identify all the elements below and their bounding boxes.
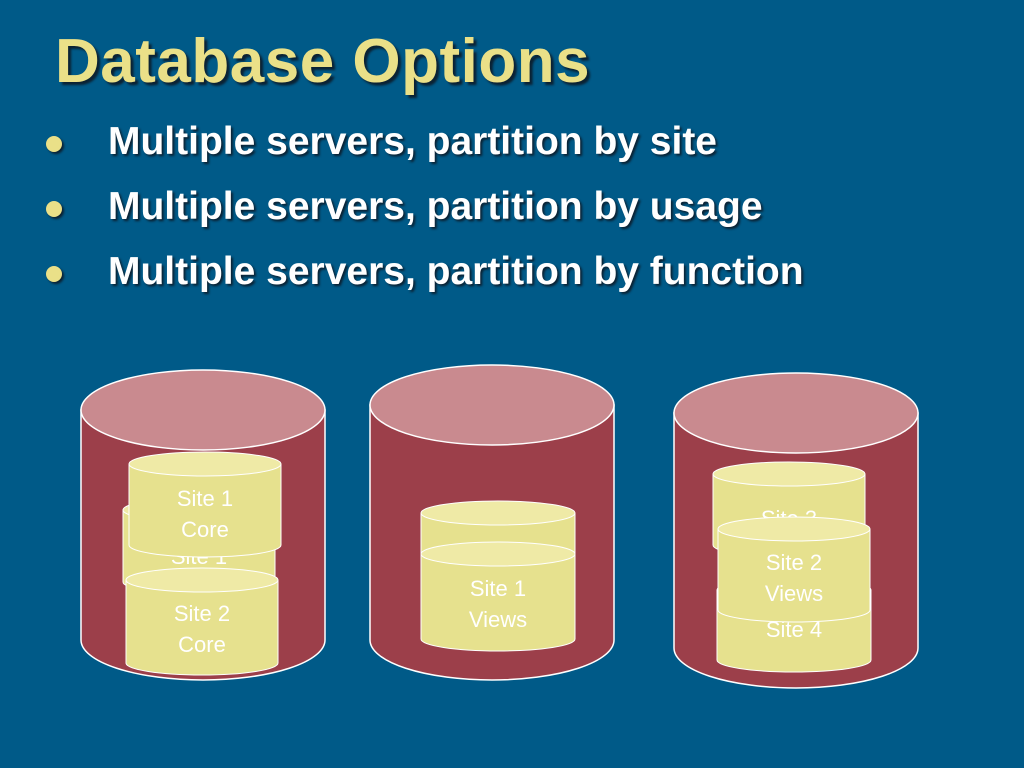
bullet-text: Multiple servers, partition by function <box>108 250 804 293</box>
database-label: Site 2 <box>174 601 230 626</box>
bullet-text: Multiple servers, partition by site <box>108 120 717 163</box>
bullet-list: Multiple servers, partition by site Mult… <box>40 116 804 311</box>
bullet-dot-icon <box>46 266 62 282</box>
database-label: Site 1 <box>177 486 233 511</box>
database-label: Views <box>765 581 823 606</box>
database-cylinder: Site 1 Views <box>420 541 576 652</box>
database-label: Core <box>178 632 226 657</box>
database-cylinder: Site 2 Core <box>125 567 279 676</box>
server-top <box>369 364 615 446</box>
server-top <box>80 369 326 451</box>
database-cylinder: Site 1 Core <box>128 451 282 558</box>
server-top <box>673 372 919 454</box>
database-label: Site 1 <box>470 576 526 601</box>
bullet-item: Multiple servers, partition by function <box>40 246 804 311</box>
bullet-dot-icon <box>46 201 62 217</box>
database-cylinder: Site 2 Views <box>717 516 871 623</box>
bullet-item: Multiple servers, partition by usage <box>40 181 804 246</box>
database-label: Core <box>181 517 229 542</box>
database-label: Site 2 <box>766 550 822 575</box>
bullet-item: Multiple servers, partition by site <box>40 116 804 181</box>
bullet-text: Multiple servers, partition by usage <box>108 185 763 228</box>
database-label: Views <box>469 607 527 632</box>
slide-title: Database Options <box>55 27 591 96</box>
bullet-dot-icon <box>46 136 62 152</box>
